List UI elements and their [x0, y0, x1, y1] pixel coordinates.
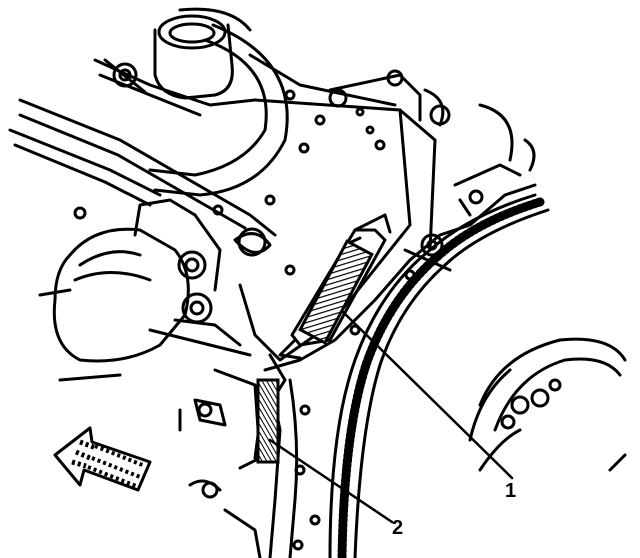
- flywheel-hub: [468, 337, 627, 472]
- pinion-housing: [278, 228, 387, 360]
- leader-line-1: [341, 310, 514, 480]
- leader-lines: [268, 310, 514, 524]
- direction-arrow-icon: [53, 426, 152, 492]
- starter-motor: [38, 198, 222, 382]
- callout-2-label: 2: [392, 517, 404, 539]
- flywheel-ring-gear: [328, 193, 550, 558]
- starter-bolts: [73, 204, 252, 357]
- leader-line-2: [268, 438, 394, 524]
- intake-tube: [148, 7, 289, 197]
- rocker-cover: [8, 53, 397, 237]
- lower-housing: [178, 368, 262, 558]
- callout-1-label: 1: [505, 480, 517, 502]
- bellhousing: [263, 163, 537, 558]
- upper-bracket: [328, 69, 536, 172]
- shim-spacer: [256, 378, 280, 464]
- starter-pinion: [298, 239, 374, 345]
- bolt-top: [103, 58, 147, 94]
